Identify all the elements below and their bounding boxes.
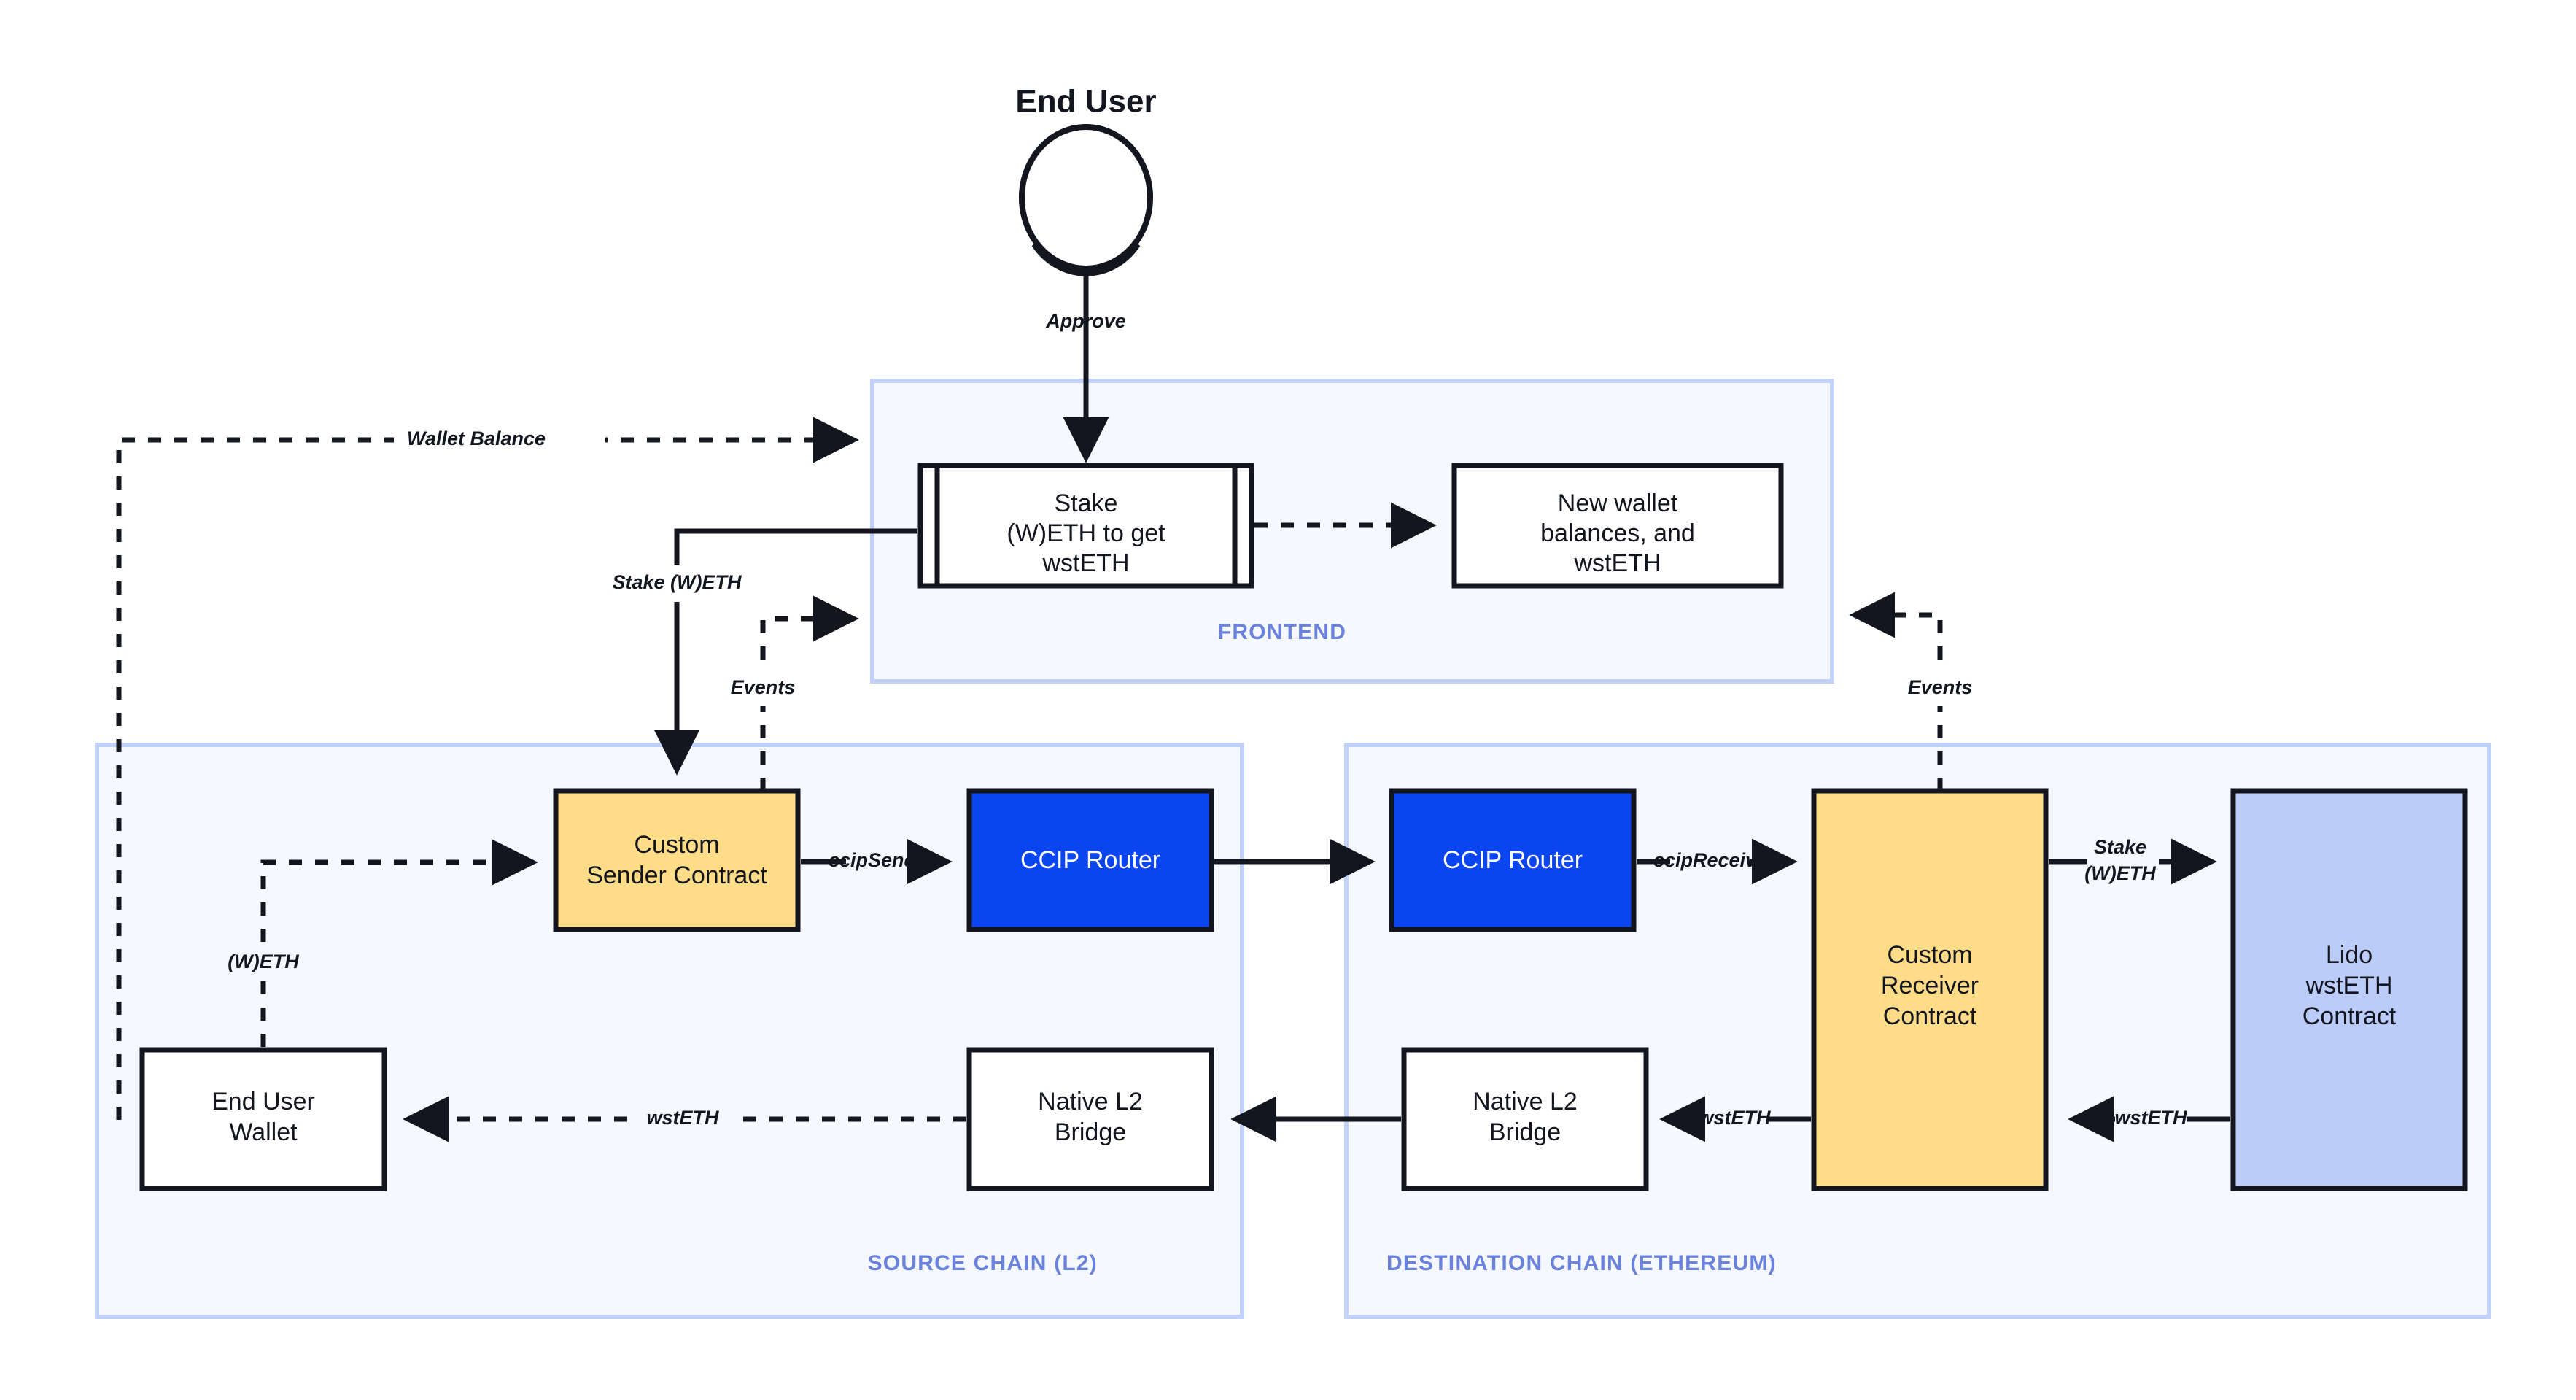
node-sender-contract-line2: Sender Contract: [586, 862, 767, 889]
source-zone-label: SOURCE CHAIN (L2): [868, 1251, 1098, 1275]
edge-weth: (W)ETH: [210, 839, 538, 1047]
frontend-zone-label: FRONTEND: [1218, 620, 1346, 644]
node-lido-contract[interactable]: Lido wstETH Contract: [2230, 788, 2468, 1191]
edge-ccip-receive: ccipReceive: [1637, 838, 1798, 885]
node-native-bridge-source-line2: Bridge: [1055, 1118, 1126, 1146]
edge-ccip-send-label: ccipSend: [829, 849, 917, 871]
node-stake-box[interactable]: Stake (W)ETH to get wstETH: [917, 463, 1254, 589]
edge-events-left-label: Events: [731, 676, 796, 698]
node-end-user-wallet-line2: Wallet: [229, 1118, 298, 1146]
node-receiver-contract-line3: Contract: [1883, 1002, 1977, 1030]
node-native-bridge-destination-line2: Bridge: [1489, 1118, 1561, 1146]
node-native-bridge-source-line1: Native L2: [1038, 1088, 1143, 1115]
edge-stake-weth-left: Stake (W)ETH: [598, 528, 917, 776]
node-stake-box-line2: (W)ETH to get: [1006, 519, 1165, 547]
edge-weth-label: (W)ETH: [228, 951, 299, 972]
edge-wsteth-bridge: wstETH: [1659, 1096, 1811, 1142]
destination-zone-label: DESTINATION CHAIN (ETHEREUM): [1386, 1251, 1777, 1275]
node-sender-contract[interactable]: Custom Sender Contract: [553, 788, 801, 932]
node-lido-contract-line2: wstETH: [2305, 972, 2393, 999]
node-sender-contract-line1: Custom: [634, 831, 719, 859]
edge-events-right: Events: [1849, 592, 2002, 791]
node-native-bridge-destination[interactable]: Native L2 Bridge: [1401, 1047, 1649, 1191]
node-new-balances[interactable]: New wallet balances, and wstETH: [1451, 463, 1784, 589]
node-new-balances-line2: balances, and: [1540, 519, 1695, 547]
edge-events-left: Events: [707, 595, 859, 791]
page-title: End User: [1015, 84, 1156, 120]
node-new-balances-line1: New wallet: [1558, 490, 1678, 517]
edge-wsteth-wallet-label: wstETH: [646, 1107, 719, 1129]
node-receiver-contract-line2: Receiver: [1881, 972, 1979, 999]
node-native-bridge-source[interactable]: Native L2 Bridge: [966, 1047, 1214, 1191]
edge-approve-label: Approve: [1045, 310, 1126, 332]
node-native-bridge-destination-line1: Native L2: [1473, 1088, 1578, 1115]
edge-stake-weth-right: Stake (W)ETH: [2049, 836, 2217, 885]
node-receiver-contract[interactable]: Custom Receiver Contract: [1811, 788, 2049, 1191]
node-ccip-router-destination-label: CCIP Router: [1443, 846, 1583, 874]
edge-ccip-receive-label: ccipReceive: [1653, 849, 1767, 871]
node-receiver-contract-line1: Custom: [1887, 941, 1972, 969]
node-ccip-router-source-label: CCIP Router: [1020, 846, 1160, 874]
node-stake-box-line1: Stake: [1055, 490, 1118, 517]
edge-wsteth-wallet: wstETH: [403, 1096, 966, 1142]
node-new-balances-line3: wstETH: [1574, 549, 1661, 577]
edge-ccip-send: ccipSend: [801, 838, 953, 885]
edge-stake-weth-right-label1: Stake: [2094, 836, 2146, 858]
edge-approve: Approve: [1045, 268, 1126, 463]
edge-events-right-label: Events: [1908, 676, 1973, 698]
node-end-user-wallet[interactable]: End User Wallet: [139, 1047, 387, 1191]
node-end-user-wallet-line1: End User: [212, 1088, 315, 1115]
node-lido-contract-line3: Contract: [2303, 1002, 2397, 1030]
node-stake-box-line3: wstETH: [1042, 549, 1130, 577]
node-ccip-router-destination[interactable]: CCIP Router: [1389, 788, 1637, 932]
edge-wsteth-bridge-label: wstETH: [1698, 1107, 1771, 1129]
user-avatar-icon: [1019, 124, 1153, 276]
edge-wallet-balance: Wallet Balance: [116, 417, 859, 1120]
edge-wsteth-lido: wstETH: [2068, 1096, 2230, 1142]
edge-stake-weth-right-label2: (W)ETH: [2084, 862, 2156, 884]
edge-wallet-balance-label: Wallet Balance: [407, 428, 546, 449]
node-ccip-router-source[interactable]: CCIP Router: [966, 788, 1214, 932]
edge-wsteth-lido-label: wstETH: [2114, 1107, 2187, 1129]
edge-stake-weth-left-label: Stake (W)ETH: [612, 571, 742, 593]
node-lido-contract-line1: Lido: [2326, 941, 2373, 969]
